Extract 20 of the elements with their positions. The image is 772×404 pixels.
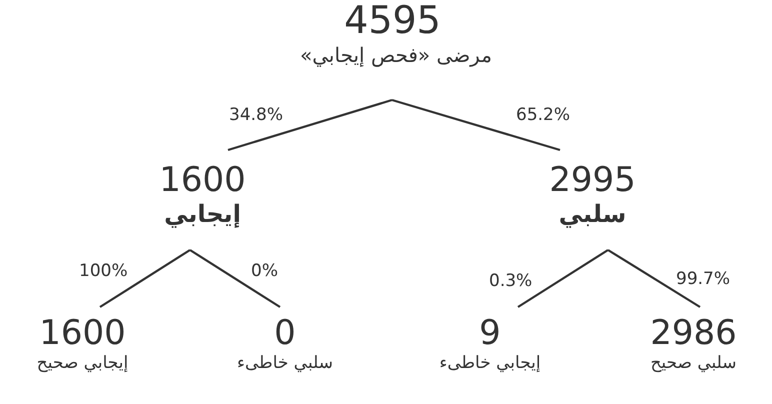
count-value: 9 — [479, 315, 501, 352]
group-label: إيجابي خاطىء — [439, 352, 541, 374]
group-label: إيجابي — [164, 199, 241, 230]
group-label: سلبي صحيح — [650, 352, 737, 374]
group-label: إيجابي صحيح — [36, 352, 128, 374]
count-value: 1600 — [39, 315, 126, 352]
group-label: مرضى «فحص إيجابي» — [300, 42, 492, 68]
count-value: 2986 — [650, 315, 737, 352]
branch-line — [392, 98, 560, 152]
branch-line — [607, 249, 701, 308]
branch-line — [99, 249, 191, 308]
group-label: سلبي — [558, 199, 626, 230]
count-value: 4595 — [344, 0, 441, 42]
count-value: 1600 — [159, 162, 246, 200]
count-value: 0 — [274, 315, 296, 352]
branch-line — [228, 98, 392, 152]
branch-line — [517, 249, 609, 308]
branch-line — [189, 249, 281, 308]
count-value: 2995 — [549, 162, 636, 200]
group-label: سلبي خاطىء — [237, 352, 333, 374]
